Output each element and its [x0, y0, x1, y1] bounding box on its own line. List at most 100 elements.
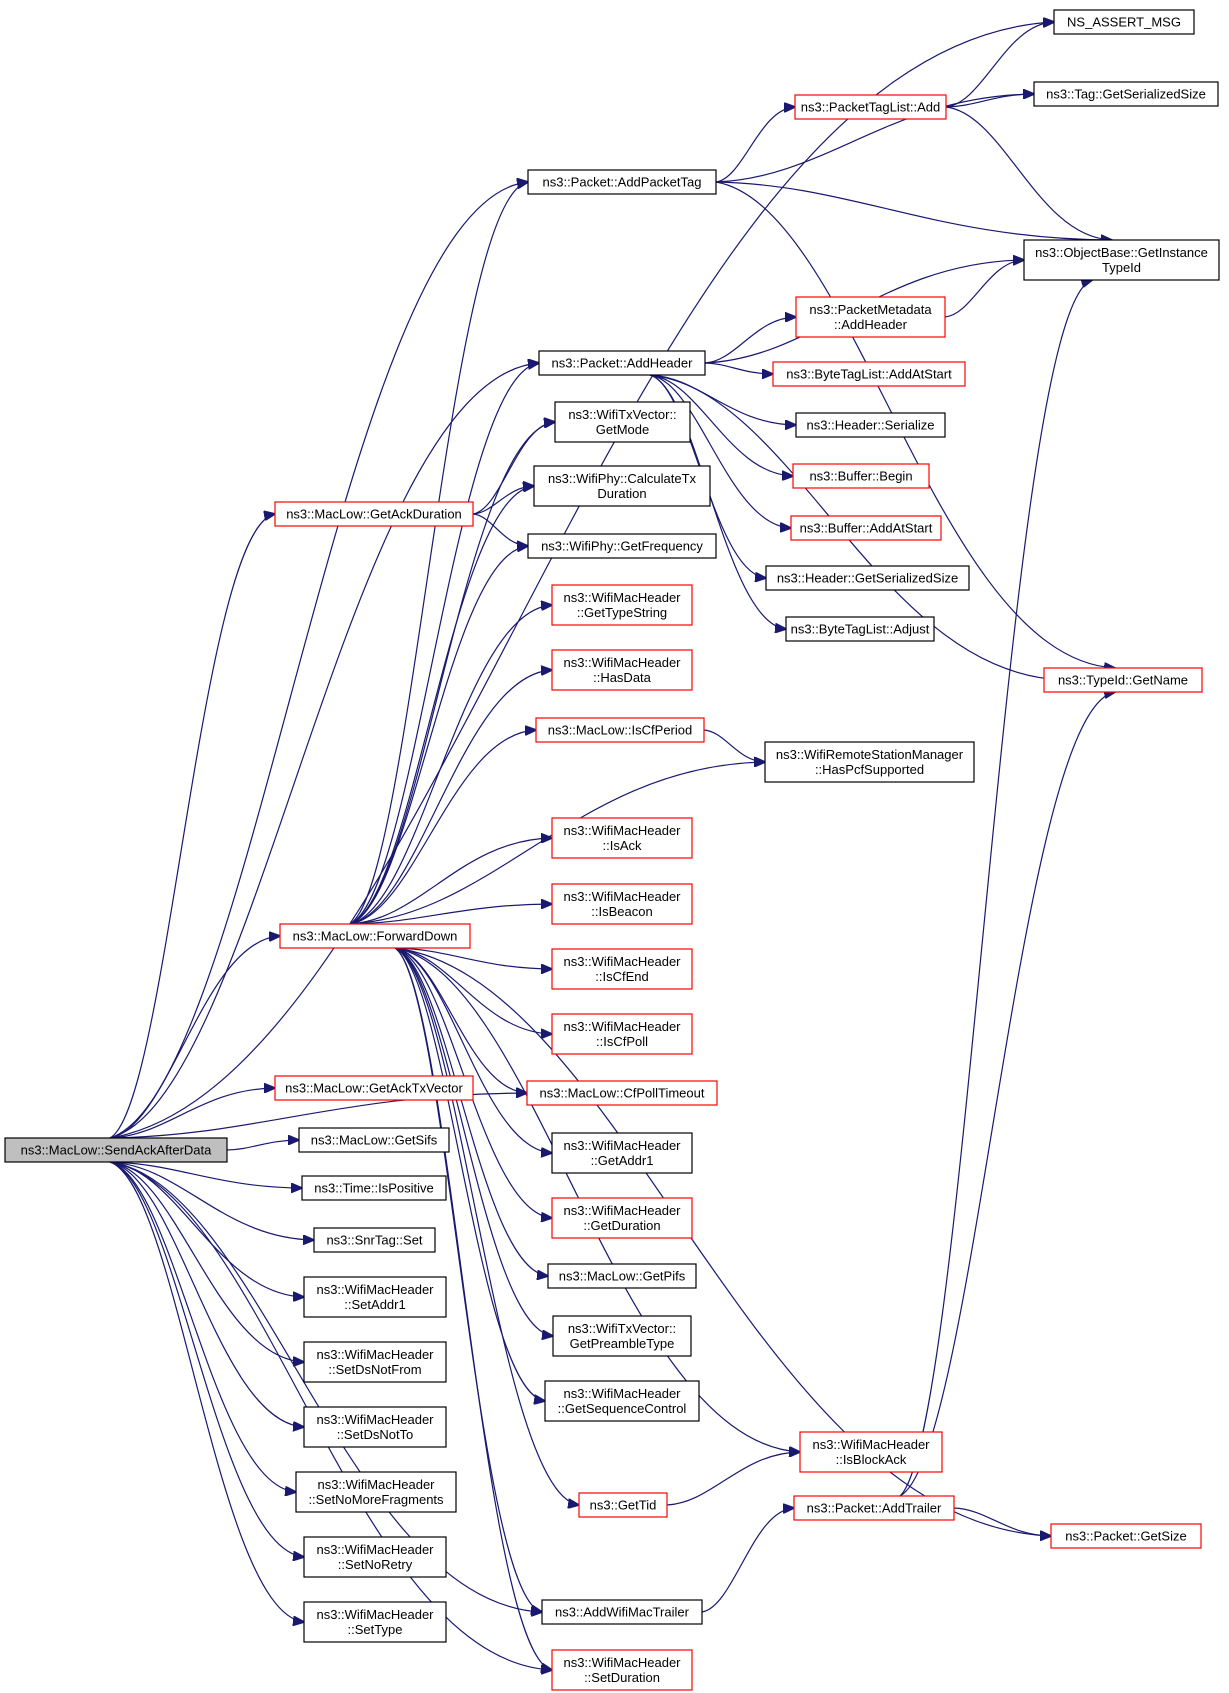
node-label: ns3::WifiMacHeader — [316, 1282, 434, 1297]
node-snrtag-set[interactable]: ns3::SnrTag::Set — [313, 1227, 436, 1253]
edge-root-to-getacktxv — [109, 1088, 275, 1139]
node-bytetaglist-addatstart[interactable]: ns3::ByteTagList::AddAtStart — [772, 361, 966, 387]
node-packet-addheader[interactable]: ns3::Packet::AddHeader — [538, 350, 706, 376]
edge-addtag-to-objbase — [715, 181, 1112, 240]
node-maclow-getackduration[interactable]: ns3::MacLow::GetAckDuration — [274, 501, 474, 527]
node-header-serialize[interactable]: ns3::Header::Serialize — [795, 412, 946, 438]
edge-root-to-getackdur — [109, 514, 275, 1139]
node-wifimacheader-getduration[interactable]: ns3::WifiMacHeader::GetDuration — [551, 1197, 693, 1239]
node-wifimacheader-setnomorefragments[interactable]: ns3::WifiMacHeader::SetNoMoreFragments — [295, 1471, 457, 1513]
node-box — [1033, 81, 1219, 107]
node-label: ns3::Packet::AddPacketTag — [543, 175, 702, 190]
node-box — [764, 741, 975, 783]
node-wifiphy-getfrequency[interactable]: ns3::WifiPhy::GetFrequency — [527, 533, 717, 559]
node-wifimacheader-setdsnotfrom[interactable]: ns3::WifiMacHeader::SetDsNotFrom — [303, 1341, 447, 1383]
node-maclow-sendackafterdata[interactable]: ns3::MacLow::SendAckAfterData — [4, 1137, 228, 1163]
node-packet-getsize[interactable]: ns3::Packet::GetSize — [1050, 1523, 1202, 1549]
node-box — [303, 1341, 447, 1383]
node-wifimacheader-iscfpoll[interactable]: ns3::WifiMacHeader::IsCfPoll — [551, 1013, 693, 1055]
node-packetmetadata-addheader[interactable]: ns3::PacketMetadata::AddHeader — [795, 296, 946, 338]
node-ns-assert-msg[interactable]: NS_ASSERT_MSG — [1053, 9, 1195, 35]
edge-fwddown-to-iscfper — [349, 730, 536, 925]
node-label: ns3::WifiMacHeader — [563, 954, 681, 969]
node-wifimacheader-setdsnotto[interactable]: ns3::WifiMacHeader::SetDsNotTo — [303, 1406, 447, 1448]
node-header-getserializedsize[interactable]: ns3::Header::GetSerializedSize — [765, 565, 970, 591]
node-wifimacheader-iscfend[interactable]: ns3::WifiMacHeader::IsCfEnd — [551, 948, 693, 990]
edge-addhdr-to-pmeta — [704, 317, 796, 364]
edge-addhdr-to-btl_adj — [649, 374, 786, 629]
node-label: ::SetNoRetry — [338, 1557, 413, 1572]
node-wifitxvector-getmode[interactable]: ns3::WifiTxVector::GetMode — [554, 401, 691, 443]
edge-root-to-addtag — [109, 182, 528, 1139]
node-wifimacheader-isblockack[interactable]: ns3::WifiMacHeader::IsBlockAck — [799, 1431, 943, 1473]
node-box — [303, 1601, 447, 1643]
node-box — [274, 1075, 474, 1101]
node-label: ns3::WifiMacHeader — [563, 1019, 681, 1034]
node-typeid-getname[interactable]: ns3::TypeId::GetName — [1043, 667, 1203, 693]
node-label: ns3::WifiMacHeader — [563, 655, 681, 670]
node-box — [551, 649, 693, 691]
node-label: ns3::WifiMacHeader — [563, 590, 681, 605]
node-label: ns3::WifiTxVector:: — [568, 1321, 676, 1336]
node-wifimacheader-isbeacon[interactable]: ns3::WifiMacHeader::IsBeacon — [551, 883, 693, 925]
node-wifimacheader-hasdata[interactable]: ns3::WifiMacHeader::HasData — [551, 649, 693, 691]
call-edges — [109, 22, 1115, 1670]
node-maclow-getsifs[interactable]: ns3::MacLow::GetSifs — [298, 1127, 450, 1153]
node-label: Duration — [597, 486, 646, 501]
node-wifimacheader-isack[interactable]: ns3::WifiMacHeader::IsAck — [551, 817, 693, 859]
edge-addtag-to-ptl_add — [715, 107, 795, 183]
node-label: ::SetType — [348, 1622, 403, 1637]
node-box — [541, 1599, 703, 1625]
node-label: ::SetDsNotTo — [337, 1427, 414, 1442]
node-buffer-addatstart[interactable]: ns3::Buffer::AddAtStart — [790, 515, 942, 541]
edge-root-to-setdsnf — [109, 1161, 304, 1362]
edge-addtrailer-to-objbase — [899, 280, 1092, 1497]
node-maclow-iscfperiod[interactable]: ns3::MacLow::IsCfPeriod — [535, 717, 705, 743]
edge-getackdur-to-phy_freq — [472, 513, 528, 546]
node-wifimacheader-setnoretry[interactable]: ns3::WifiMacHeader::SetNoRetry — [303, 1536, 447, 1578]
node-gettid[interactable]: ns3::GetTid — [578, 1492, 668, 1518]
node-wifiremotestationmanager-haspcfsupported[interactable]: ns3::WifiRemoteStationManager::HasPcfSup… — [764, 741, 975, 783]
node-addwifimactrailer[interactable]: ns3::AddWifiMacTrailer — [541, 1599, 703, 1625]
node-tag-getserializedsize[interactable]: ns3::Tag::GetSerializedSize — [1033, 81, 1219, 107]
node-maclow-forwarddown[interactable]: ns3::MacLow::ForwardDown — [279, 923, 471, 949]
node-label: ns3::WifiMacHeader — [563, 1203, 681, 1218]
node-wifimacheader-getaddr1[interactable]: ns3::WifiMacHeader::GetAddr1 — [551, 1132, 693, 1174]
node-wifimacheader-getsequencecontrol[interactable]: ns3::WifiMacHeader::GetSequenceControl — [544, 1380, 700, 1422]
edge-root-to-snrset — [109, 1161, 314, 1240]
node-packet-addtrailer[interactable]: ns3::Packet::AddTrailer — [793, 1495, 955, 1521]
node-box — [790, 515, 942, 541]
node-packettaglist-add[interactable]: ns3::PacketTagList::Add — [794, 94, 947, 120]
node-time-ispositive[interactable]: ns3::Time::IsPositive — [301, 1175, 447, 1201]
edge-addwmt-to-addtrailer — [701, 1508, 794, 1613]
node-maclow-getpifs[interactable]: ns3::MacLow::GetPifs — [547, 1263, 697, 1289]
node-bytetaglist-adjust[interactable]: ns3::ByteTagList::Adjust — [785, 616, 935, 642]
node-label: ns3::PacketTagList::Add — [801, 100, 940, 115]
edge-fwddown-to-isack — [349, 838, 552, 925]
edge-fwddown-to-iscfend — [394, 947, 552, 969]
node-box — [527, 533, 717, 559]
node-box — [795, 296, 946, 338]
edge-root-to-settype — [109, 1161, 304, 1622]
edge-fwddown-to-phy_calc — [349, 486, 534, 925]
node-box — [301, 1175, 447, 1201]
node-wifimacheader-settype[interactable]: ns3::WifiMacHeader::SetType — [303, 1601, 447, 1643]
node-buffer-begin[interactable]: ns3::Buffer::Begin — [792, 463, 930, 489]
node-maclow-cfpolltimeout[interactable]: ns3::MacLow::CfPollTimeout — [526, 1080, 718, 1106]
node-wifitxvector-getpreambletype[interactable]: ns3::WifiTxVector::GetPreambleType — [552, 1315, 692, 1357]
edge-fwddown-to-isbeacon — [349, 904, 552, 925]
node-box — [785, 616, 935, 642]
node-wifimacheader-gettypestring[interactable]: ns3::WifiMacHeader::GetTypeString — [551, 584, 693, 626]
node-box — [794, 94, 947, 120]
node-label: ::IsCfEnd — [595, 969, 648, 984]
node-packet-addpackettag[interactable]: ns3::Packet::AddPacketTag — [527, 169, 717, 195]
node-label: ns3::MacLow::CfPollTimeout — [540, 1086, 705, 1101]
node-label: ::SetDsNotFrom — [328, 1362, 421, 1377]
edge-fwddown-to-addhdr — [349, 363, 539, 925]
node-maclow-getacktxvector[interactable]: ns3::MacLow::GetAckTxVector — [274, 1075, 474, 1101]
node-label: ns3::GetTid — [590, 1498, 657, 1513]
node-wifimacheader-setaddr1[interactable]: ns3::WifiMacHeader::SetAddr1 — [303, 1276, 447, 1318]
node-wifimacheader-setduration[interactable]: ns3::WifiMacHeader::SetDuration — [551, 1649, 693, 1691]
